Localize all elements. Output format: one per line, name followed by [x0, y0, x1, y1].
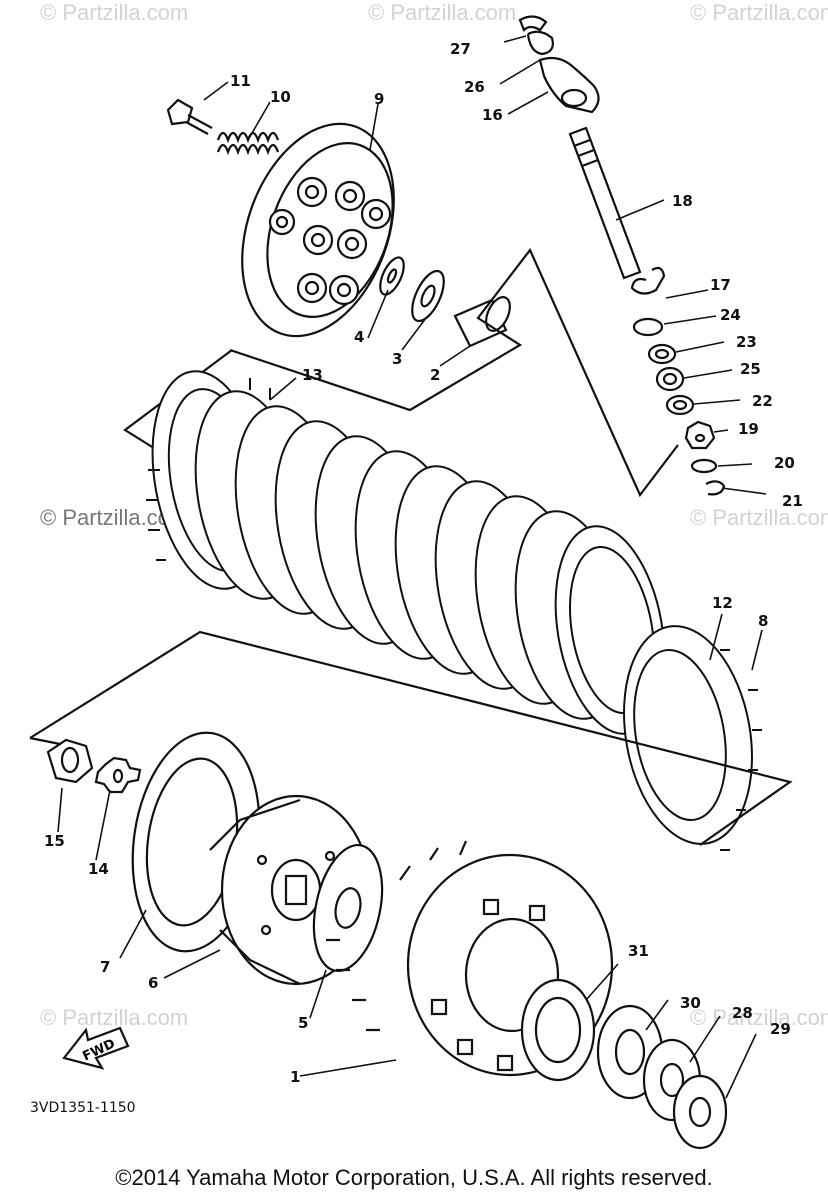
callout-number: 6	[148, 974, 159, 992]
push-lever-shaft-part	[568, 126, 642, 280]
nut-part	[684, 420, 716, 450]
spring-part	[216, 131, 280, 156]
watermark: © Partzilla.com	[690, 505, 828, 530]
diagram-code: 3VD1351-1150	[30, 1100, 136, 1116]
callout-number: 8	[758, 612, 769, 630]
bolt-part	[166, 98, 213, 135]
callout-number: 28	[732, 1004, 753, 1022]
callout-number: 2	[430, 366, 441, 384]
push-piece-part	[453, 296, 511, 348]
clutch-plate-stack	[146, 370, 762, 851]
circlip-part	[705, 480, 726, 496]
lock-washer-part	[94, 756, 142, 794]
callout-number: 16	[482, 106, 503, 124]
watermark: © Partzilla.com	[690, 0, 828, 25]
callout-number: 11	[230, 72, 251, 90]
callout-number: 12	[712, 594, 733, 612]
callout-number: 25	[740, 360, 761, 378]
leader-lines	[57, 35, 767, 1099]
callout-number: 19	[738, 420, 759, 438]
oil-seal-part	[665, 394, 695, 416]
copyright-notice: ©2014 Yamaha Motor Corporation, U.S.A. A…	[115, 1165, 713, 1190]
callout-number: 9	[374, 90, 385, 108]
callout-number: 15	[44, 832, 65, 850]
callout-number: 1	[290, 1068, 301, 1086]
needle-bearing-part	[520, 978, 596, 1082]
pressure-plate-part	[241, 122, 395, 338]
callout-number: 21	[782, 492, 803, 510]
callout-number: 27	[450, 40, 471, 58]
bearing-part	[411, 269, 445, 323]
callout-number: 3	[392, 350, 403, 368]
seal-part	[647, 343, 677, 365]
callout-number: 14	[88, 860, 109, 878]
washer-part	[690, 458, 718, 474]
callout-number: 10	[270, 88, 291, 106]
assembly-outline	[29, 630, 793, 846]
spring-clip-part	[630, 266, 666, 295]
push-lever-part	[518, 15, 600, 114]
callout-number: 23	[736, 333, 757, 351]
callout-number: 24	[720, 306, 741, 324]
callout-number: 5	[298, 1014, 309, 1032]
callout-number: 7	[100, 958, 111, 976]
callout-number: 4	[354, 328, 365, 346]
callout-number: 13	[302, 366, 323, 384]
fwd-arrow-icon	[62, 1026, 130, 1070]
washer-part	[632, 317, 664, 337]
callout-number: 26	[464, 78, 485, 96]
callout-number: 31	[628, 942, 649, 960]
callout-number: 22	[752, 392, 773, 410]
callout-number: 29	[770, 1020, 791, 1038]
watermark: © Partzilla.com	[40, 1005, 189, 1030]
nut-part	[46, 738, 94, 784]
bearing-part	[655, 366, 685, 392]
callout-number: 30	[680, 994, 701, 1012]
watermark: © Partzilla.com	[40, 0, 189, 25]
callout-number: 17	[710, 276, 731, 294]
thrust-washer-part	[672, 1074, 728, 1150]
callout-number: 18	[672, 192, 693, 210]
washer-part	[379, 256, 405, 296]
watermark: © Partzilla.com	[368, 0, 517, 25]
callout-number: 20	[774, 454, 795, 472]
